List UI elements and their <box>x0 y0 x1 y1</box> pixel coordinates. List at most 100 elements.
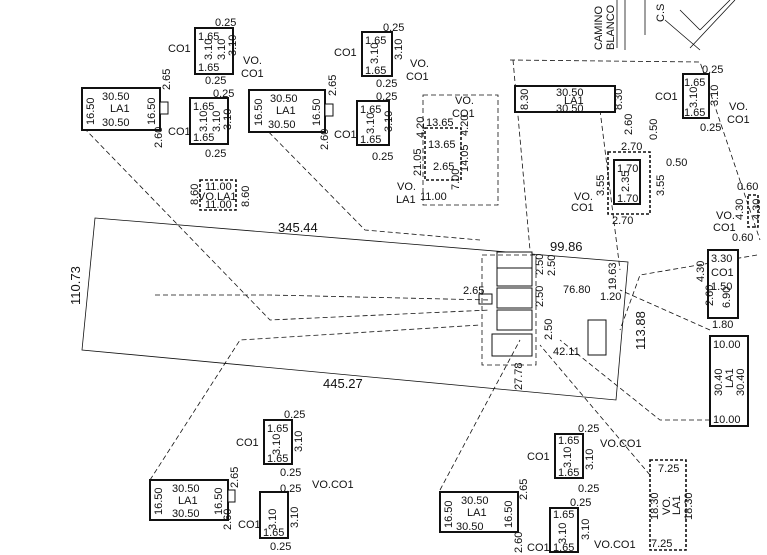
mid-w1: 13.65 <box>426 117 454 129</box>
vo-la1-w: 11.00 <box>205 181 232 193</box>
mid-h3: 14.05 <box>459 144 471 172</box>
parcel-inner-b: 42.11 <box>553 346 580 358</box>
mid-vo: VO. <box>455 95 474 107</box>
bmc-c: 0.25 <box>578 423 599 435</box>
rt-h: 8.30 <box>519 89 531 110</box>
road-label-1: CAMINO <box>593 6 605 50</box>
mid-h1: 4.20 <box>415 117 427 138</box>
la1-tm-width-b: 30.50 <box>268 119 296 131</box>
br-la1: LA1 <box>671 495 683 515</box>
rs-b: 3.55 <box>595 175 607 196</box>
br-vo: VO. <box>661 496 673 515</box>
co1-b-label-5: 3.10 <box>211 111 223 132</box>
vo-label: VO. <box>243 55 262 67</box>
rtc-b2: 3.10 <box>709 85 721 106</box>
vo-la1-h2: 8.60 <box>240 186 252 207</box>
rs-d: 1.70 <box>617 163 638 175</box>
co1-m-c2: 0.25 <box>376 78 397 90</box>
parcel-d4: 2.50 <box>546 255 558 276</box>
la1-block-bottom-middle: 30.50 LA1 30.50 16.50 16.50 2.60 2.65 <box>439 479 530 553</box>
rl-bottom: 10.00 <box>713 414 741 426</box>
bm-w: 30.50 <box>461 495 489 507</box>
rl-name: LA1 <box>724 368 736 388</box>
la1-block-top-middle: 30.50 LA1 30.50 16.50 16.50 2.60 2.65 <box>248 75 339 150</box>
rtc-vo: VO. <box>729 101 748 113</box>
vo-la1-box: 11.00 VO.LA1 11.00 8.60 8.60 <box>189 179 252 211</box>
fr-a: 0.60 <box>737 181 758 193</box>
bl-name: LA1 <box>178 495 198 507</box>
rs-c: 0.50 <box>648 119 660 140</box>
co1-m-b3: 3.10 <box>365 113 377 134</box>
fr-b2: 4.30 <box>751 199 763 220</box>
bmc-c2: 0.25 <box>578 483 599 495</box>
rtc-name: CO1 <box>655 91 678 103</box>
bmc-a: 1.65 <box>558 435 579 447</box>
bmc-b4: 3.10 <box>580 519 592 540</box>
co1-m-b: 3.10 <box>369 43 381 64</box>
blc-voco1: VO.CO1 <box>312 479 354 491</box>
fr-d: 1.50 <box>711 281 732 293</box>
bl-w2: 30.50 <box>172 508 200 520</box>
parcel-d9: 27.78 <box>513 362 525 390</box>
bmc-a2: 1.65 <box>558 467 579 479</box>
fr-c: 3.30 <box>711 253 732 265</box>
bmc-a4: 1.65 <box>553 542 574 554</box>
blc-b3: 3.10 <box>267 509 279 530</box>
bmc-b: 3.10 <box>562 447 574 468</box>
mid-dashed-group: VO. CO1 13.65 4.20 4.20 13.65 2.65 21.05… <box>396 95 475 206</box>
parcel-left-dim: 110.73 <box>68 266 83 305</box>
mid-co1: CO1 <box>452 108 475 120</box>
co1-m-name: CO1 <box>334 47 357 59</box>
parcel-right-dim: 113.88 <box>633 311 648 350</box>
rl-top: 10.00 <box>713 339 741 351</box>
rtc-a: 1.65 <box>684 77 705 89</box>
co1-m-c3: 0.25 <box>376 91 397 103</box>
vo-la1-w2: 11.00 <box>205 199 232 211</box>
parcel-d8: 1.20 <box>600 291 621 303</box>
blc-b: 3.10 <box>271 434 283 455</box>
bmc-a3: 1.65 <box>553 509 574 521</box>
la1-tl-height: 16.50 <box>85 97 97 125</box>
la1-tm-gap: 2.60 <box>319 129 331 150</box>
bl-h2: 16.50 <box>213 487 225 515</box>
bmc-name2: CO1 <box>527 542 550 554</box>
parcel-d6: 2.50 <box>543 319 555 340</box>
rl-mid: 30.40 <box>713 368 725 396</box>
rl-mid2: 30.40 <box>735 368 747 396</box>
co1-c-label-2: 0.25 <box>205 75 226 87</box>
blc-name2: CO1 <box>238 519 261 531</box>
la1-tl-name: LA1 <box>110 103 130 115</box>
fr-a2: 0.60 <box>732 232 753 244</box>
co1-b-label-2: 3.10 <box>216 39 228 60</box>
road-label-cs: C.S <box>655 4 667 22</box>
parcel-top-dim: 345.44 <box>278 220 318 235</box>
blc-b2: 3.10 <box>293 431 305 452</box>
co1-stack-top-left: 1.65 3.10 3.10 1.65 0.25 3.10 0.25 CO1 V… <box>168 17 264 160</box>
parcel-d7: 19.63 <box>607 262 619 290</box>
co1-c-label-4: 0.25 <box>205 148 226 160</box>
mid-w2: 11.00 <box>420 191 447 203</box>
co1-stack-right-top: 0.25 1.65 3.10 1.65 3.10 0.25 CO1 VO. CO… <box>655 64 750 134</box>
blc-a: 1.65 <box>267 423 288 435</box>
co1-name: CO1 <box>168 43 191 55</box>
co1-b-label-4: 3.10 <box>198 111 210 132</box>
la1-tm-name: LA1 <box>276 105 296 117</box>
bmc-name: CO1 <box>527 451 550 463</box>
co1-c-label: 0.25 <box>215 17 236 29</box>
co1-a-label-4: 1.65 <box>193 132 214 144</box>
rtc-b: 3.10 <box>688 87 700 108</box>
la1-tl-width: 30.50 <box>102 91 130 103</box>
fr-vo: VO. <box>716 210 735 222</box>
bm-h: 16.50 <box>443 500 455 528</box>
co1-m-a: 1.65 <box>365 35 386 47</box>
rs-c2: 0.50 <box>666 157 687 169</box>
la1-block-right-top: 30.50 LA1 30.50 8.30 8.30 2.60 <box>514 85 635 135</box>
la1-tm-height: 16.50 <box>253 98 265 126</box>
bmc-c3: 0.25 <box>570 497 591 509</box>
co1-name-2: CO1 <box>241 68 264 80</box>
blc-c2: 0.25 <box>280 467 301 479</box>
la1-tl-side: 2.65 <box>161 69 173 90</box>
fr-g: 2.60 <box>704 285 716 306</box>
bottom-right-vo-la1: 7.25 18.30 VO. LA1 18.30 7.25 <box>649 459 695 551</box>
la1-block-right: 10.00 30.40 LA1 30.40 10.00 <box>709 335 749 427</box>
